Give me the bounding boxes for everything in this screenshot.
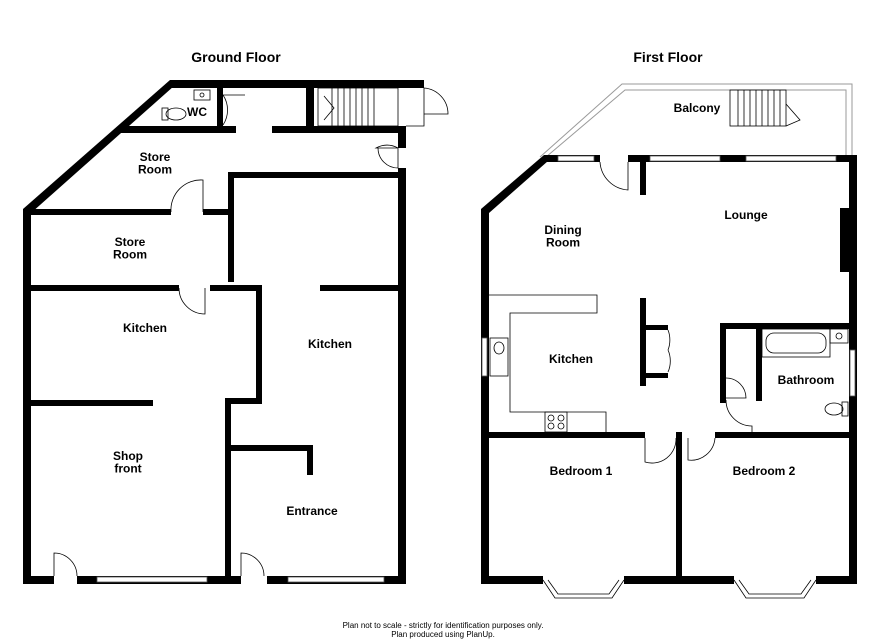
- room-label-kitchen-left: Kitchen: [123, 321, 167, 335]
- bathroom-basin-icon: [829, 328, 849, 344]
- first-floor-title: First Floor: [633, 49, 703, 65]
- bathtub-icon: [761, 328, 831, 358]
- toilet-icon: [824, 401, 849, 417]
- footer-credit: Plan produced using PlanUp.: [391, 630, 495, 639]
- ground-floor-plan: [23, 80, 449, 584]
- room-label-kitchen-right: Kitchen: [308, 337, 352, 351]
- hob-icon: [544, 411, 568, 433]
- sink-icon: [489, 337, 509, 377]
- room-label-kitchen: Kitchen: [549, 352, 593, 366]
- room-label-balcony: Balcony: [674, 101, 721, 115]
- room-label-bedroom-1: Bedroom 1: [550, 464, 613, 478]
- balcony-stairs: [729, 89, 801, 127]
- footer-disclaimer: Plan not to scale - strictly for identif…: [343, 621, 544, 630]
- first-floor-plan: [481, 83, 857, 599]
- ground-floor-title: Ground Floor: [191, 49, 281, 65]
- room-label-bathroom: Bathroom: [778, 373, 835, 387]
- room-label-entrance: Entrance: [286, 504, 338, 518]
- room-label-lounge: Lounge: [724, 208, 768, 222]
- toilet-icon: [161, 107, 187, 121]
- room-label-wc: WC: [187, 105, 207, 119]
- ground-stairs: [317, 87, 399, 127]
- wash-basin-icon: [193, 89, 211, 101]
- room-label-bedroom-2: Bedroom 2: [733, 464, 796, 478]
